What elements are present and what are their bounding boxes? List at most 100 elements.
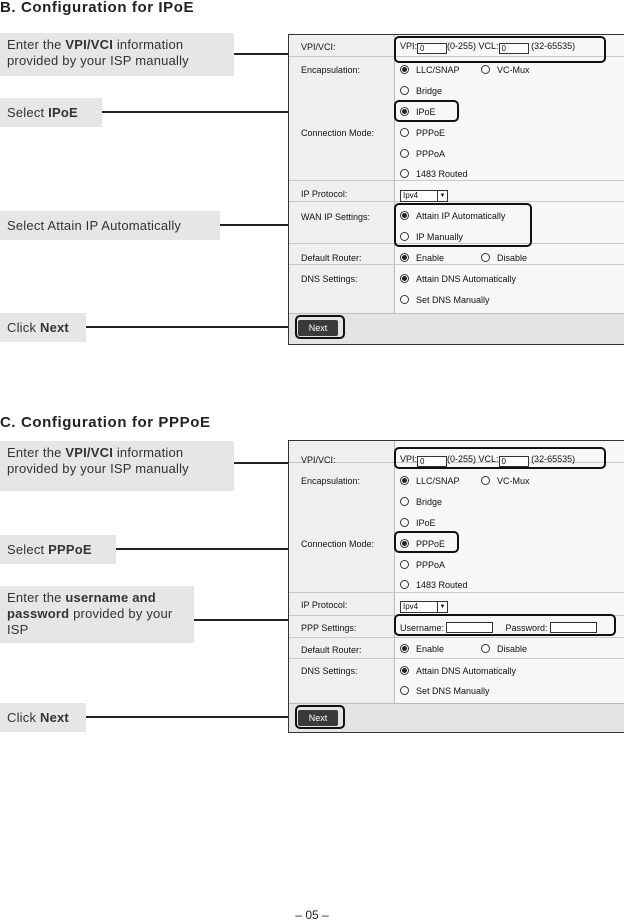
connector-line bbox=[102, 111, 397, 113]
encap-vcmux-option[interactable]: VC-Mux bbox=[481, 476, 530, 486]
radio-icon[interactable] bbox=[400, 686, 409, 695]
radio-icon[interactable] bbox=[400, 295, 409, 304]
mode-ipoe-option[interactable]: IPoE bbox=[400, 518, 436, 528]
radio-icon[interactable] bbox=[400, 476, 409, 485]
router-enable-option[interactable]: Enable bbox=[400, 253, 444, 263]
vpivci-row: VPI:0(0-255) VCL:0 (32-65535) bbox=[400, 41, 575, 54]
highlight-next-box bbox=[295, 705, 345, 729]
highlight-ipoe-box bbox=[394, 100, 459, 122]
radio-icon[interactable] bbox=[400, 149, 409, 158]
encap-vcmux-option[interactable]: VC-Mux bbox=[481, 65, 530, 75]
mode-pppoa-option[interactable]: PPPoA bbox=[400, 149, 445, 159]
dropdown-arrow-icon[interactable]: ▼ bbox=[437, 191, 447, 201]
ip-protocol-select[interactable]: Ipv4▼ bbox=[400, 188, 448, 202]
radio-icon[interactable] bbox=[481, 644, 490, 653]
vcl-range: (32-65535) bbox=[531, 454, 576, 464]
mode-ipoe-option[interactable]: IPoE bbox=[400, 107, 436, 117]
mode-bridge-option[interactable]: Bridge bbox=[400, 86, 442, 96]
radio-icon[interactable] bbox=[400, 65, 409, 74]
mode-pppoe-option[interactable]: PPPoE bbox=[400, 128, 445, 138]
radio-icon[interactable] bbox=[400, 274, 409, 283]
next-button[interactable]: Next bbox=[298, 320, 338, 336]
vcl-input[interactable]: 0 bbox=[498, 456, 529, 467]
mode-pppoa-option[interactable]: PPPoA bbox=[400, 560, 445, 570]
option-label: Attain IP Automatically bbox=[416, 211, 506, 221]
option-label: Bridge bbox=[416, 497, 443, 507]
option-label: Disable bbox=[497, 644, 528, 654]
radio-icon[interactable] bbox=[400, 666, 409, 675]
vpi-input[interactable]: 0 bbox=[417, 456, 448, 467]
option-label: IPoE bbox=[416, 107, 436, 117]
highlight-vpi-box bbox=[394, 36, 606, 63]
connector-line bbox=[86, 326, 297, 328]
vpi-prefix: VPI: bbox=[400, 454, 418, 464]
option-label: IPoE bbox=[416, 518, 436, 528]
callout-bold: IPoE bbox=[48, 105, 78, 120]
next-button[interactable]: Next bbox=[298, 710, 338, 726]
wan-ip-settings-label: WAN IP Settings: bbox=[301, 212, 371, 222]
callout-vpi-c: Enter the VPI/VCI information provided b… bbox=[0, 441, 234, 491]
radio-icon[interactable] bbox=[481, 476, 490, 485]
row-divider bbox=[289, 637, 624, 638]
attain-ip-option[interactable]: Attain IP Automatically bbox=[400, 211, 505, 221]
ip-manually-option[interactable]: IP Manually bbox=[400, 232, 463, 242]
vpi-input[interactable]: 0 bbox=[417, 43, 448, 54]
option-label: 1483 Routed bbox=[416, 169, 468, 179]
encap-llc-option[interactable]: LLC/SNAP bbox=[400, 476, 460, 486]
dropdown-arrow-icon[interactable]: ▼ bbox=[437, 602, 447, 612]
vpi-prefix: VPI: bbox=[400, 41, 418, 51]
set-dns-option[interactable]: Set DNS Manually bbox=[400, 295, 490, 305]
option-label: Attain DNS Automatically bbox=[416, 666, 517, 676]
option-label: PPPoE bbox=[416, 128, 446, 138]
radio-icon[interactable] bbox=[400, 644, 409, 653]
ip-protocol-select[interactable]: Ipv4▼ bbox=[400, 599, 448, 613]
dns-settings-label: DNS Settings: bbox=[301, 666, 358, 676]
radio-icon[interactable] bbox=[400, 539, 409, 548]
row-divider bbox=[289, 592, 624, 593]
password-input[interactable] bbox=[549, 622, 597, 633]
row-divider bbox=[289, 658, 624, 659]
radio-icon[interactable] bbox=[400, 86, 409, 95]
encap-llc-option[interactable]: LLC/SNAP bbox=[400, 65, 460, 75]
router-disable-option[interactable]: Disable bbox=[481, 644, 527, 654]
callout-next-c: Click Next bbox=[0, 703, 86, 732]
callout-bold: VPI/VCI bbox=[65, 37, 114, 52]
option-label: PPPoE bbox=[416, 539, 446, 549]
connector-line bbox=[116, 548, 396, 550]
vpi-range: (0-255) VCL: bbox=[447, 41, 499, 51]
radio-icon[interactable] bbox=[400, 128, 409, 137]
mode-bridge-option[interactable]: Bridge bbox=[400, 497, 442, 507]
vpivci-row: VPI:0(0-255) VCL:0 (32-65535) bbox=[400, 454, 575, 467]
callout-select-b: Select IPoE bbox=[0, 98, 102, 127]
radio-icon[interactable] bbox=[400, 107, 409, 116]
radio-icon[interactable] bbox=[400, 497, 409, 506]
page-number: – 05 – bbox=[295, 908, 329, 922]
mode-pppoe-option[interactable]: PPPoE bbox=[400, 539, 445, 549]
callout-text: information provided by your ISP manuall… bbox=[7, 445, 189, 476]
radio-icon[interactable] bbox=[481, 253, 490, 262]
mode-1483-option[interactable]: 1483 Routed bbox=[400, 169, 468, 179]
option-label: 1483 Routed bbox=[416, 580, 468, 590]
radio-icon[interactable] bbox=[400, 232, 409, 241]
row-divider bbox=[289, 264, 624, 265]
radio-icon[interactable] bbox=[400, 253, 409, 262]
radio-icon[interactable] bbox=[481, 65, 490, 74]
encapsulation-label: Encapsulation: bbox=[301, 476, 361, 486]
radio-icon[interactable] bbox=[400, 211, 409, 220]
attain-dns-option[interactable]: Attain DNS Automatically bbox=[400, 666, 516, 676]
radio-icon[interactable] bbox=[400, 580, 409, 589]
vcl-input[interactable]: 0 bbox=[498, 43, 529, 54]
radio-icon[interactable] bbox=[400, 518, 409, 527]
username-input[interactable] bbox=[446, 622, 494, 633]
connection-mode-label: Connection Mode: bbox=[301, 539, 375, 549]
router-enable-option[interactable]: Enable bbox=[400, 644, 444, 654]
mode-1483-option[interactable]: 1483 Routed bbox=[400, 580, 468, 590]
callout-text: Click bbox=[7, 320, 40, 335]
set-dns-option[interactable]: Set DNS Manually bbox=[400, 686, 490, 696]
radio-icon[interactable] bbox=[400, 560, 409, 569]
attain-dns-option[interactable]: Attain DNS Automatically bbox=[400, 274, 516, 284]
vpivci-label: VPI/VCI: bbox=[301, 42, 336, 52]
radio-icon[interactable] bbox=[400, 169, 409, 178]
callout-bold: Next bbox=[39, 710, 69, 725]
router-disable-option[interactable]: Disable bbox=[481, 253, 527, 263]
